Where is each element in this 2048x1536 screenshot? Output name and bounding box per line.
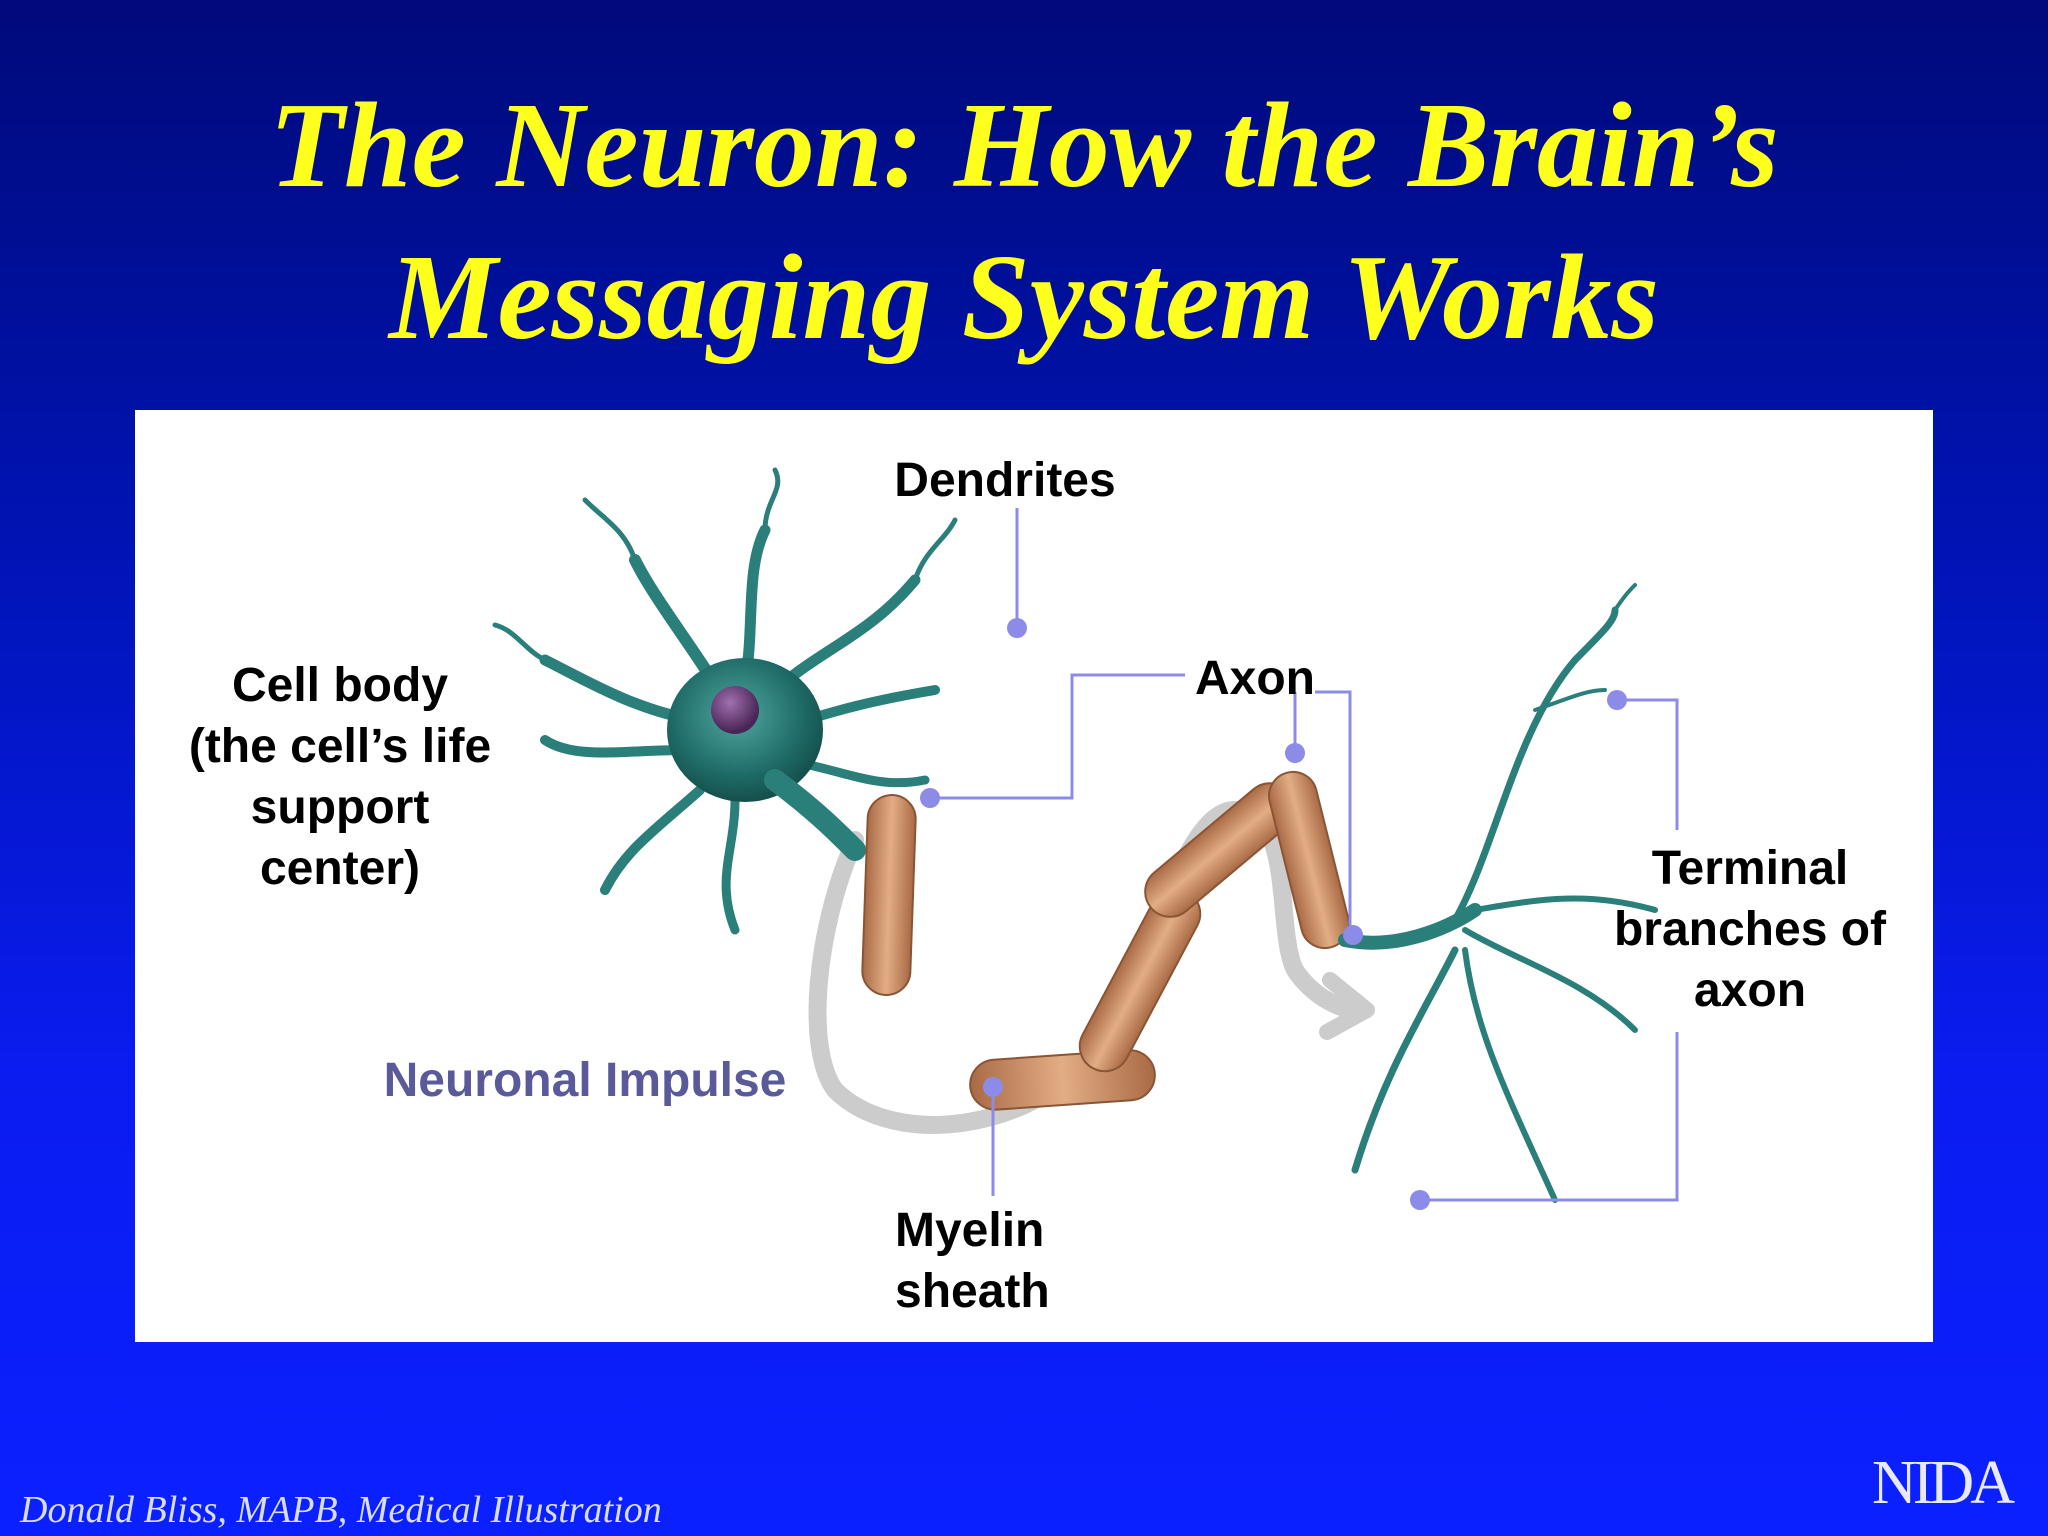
- label-terminal-line-3: axon: [1693, 964, 1807, 1017]
- cell-body: [667, 658, 866, 861]
- label-terminal-line-1: Terminal: [1651, 842, 1849, 895]
- neuron-diagram-panel: Dendrites Axon Cell body (the cell’s lif…: [135, 410, 1933, 1342]
- slide-title: The Neuron: How the Brain’s Messaging Sy…: [0, 70, 2048, 374]
- leader-dots: [920, 618, 1627, 1210]
- label-myelin-line-1: Myelin: [895, 1204, 1045, 1257]
- label-myelin-line-2: sheath: [895, 1265, 1050, 1318]
- neuron-illustration: [492, 467, 1679, 1210]
- slide-title-line-1: The Neuron: How the Brain’s: [269, 78, 1779, 213]
- nucleus: [711, 686, 759, 734]
- leader-lines: [930, 508, 1679, 1202]
- nida-logo: NIDA: [1872, 1449, 2015, 1517]
- label-myelin-sheath: Myelin sheath: [895, 1200, 1135, 1322]
- label-cell-body-line-4: center): [259, 842, 421, 895]
- label-dendrites: Dendrites: [894, 454, 1116, 507]
- label-cell-body-line-3: support: [250, 781, 430, 834]
- label-cell-body: Cell body (the cell’s life support cente…: [135, 655, 545, 899]
- label-cell-body-line-2: (the cell’s life: [188, 720, 492, 773]
- label-axon: Axon: [1195, 652, 1315, 705]
- label-cell-body-line-1: Cell body: [231, 659, 449, 712]
- myelin-sheath: [861, 770, 1350, 1111]
- illustration-credit: Donald Bliss, MAPB, Medical Illustration: [20, 1489, 662, 1531]
- label-neuronal-impulse: Neuronal Impulse: [383, 1054, 787, 1107]
- label-terminal-line-2: branches of: [1613, 903, 1887, 956]
- terminal-branches: [1338, 583, 1658, 1203]
- label-terminal-branches: Terminal branches of axon: [1575, 838, 1925, 1021]
- slide-title-line-2: Messaging System Works: [389, 230, 1659, 365]
